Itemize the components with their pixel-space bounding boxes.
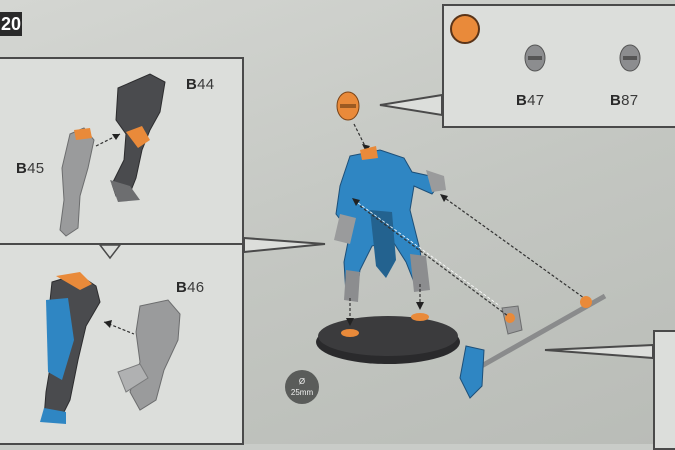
part-b46-arm — [118, 300, 180, 410]
label-b46: B46 — [176, 279, 204, 296]
head-choice-icon — [450, 14, 480, 44]
callout-pointer-right — [545, 345, 653, 358]
arrow-arm-to-weapon — [442, 196, 584, 298]
miniature-body — [334, 146, 446, 302]
part-b45-leg — [60, 128, 94, 236]
part-torso-blue — [40, 272, 100, 424]
miniature-base — [316, 313, 460, 364]
callout-pointer-left — [244, 238, 325, 252]
head-option-b47 — [525, 45, 545, 71]
weapon-halberd — [460, 296, 605, 398]
label-b47: B47 — [516, 92, 544, 109]
head-option-b87 — [620, 45, 640, 71]
callout-divider-notch — [100, 245, 120, 258]
callout-pointer-top — [380, 95, 442, 115]
orange-head — [337, 92, 359, 120]
label-b45: B45 — [16, 160, 44, 177]
part-b44-hips — [110, 74, 165, 202]
label-b44: B44 — [186, 76, 214, 93]
base-size-value: 25mm — [285, 387, 319, 398]
label-b87: B87 — [610, 92, 638, 109]
arrow-head-to-body — [354, 124, 366, 148]
base-diameter-symbol: Ø — [285, 376, 319, 387]
base-size-badge: Ø 25mm — [285, 370, 319, 404]
